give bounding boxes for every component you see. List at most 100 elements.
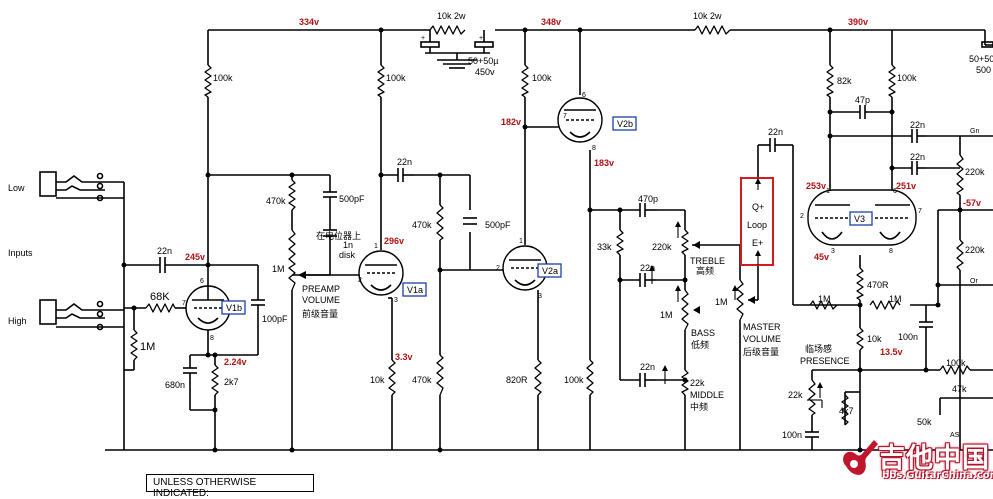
r-10k-b: 10k bbox=[867, 334, 882, 344]
svg-text:7: 7 bbox=[182, 300, 186, 307]
svg-text:1: 1 bbox=[826, 188, 830, 195]
svg-text:8: 8 bbox=[889, 248, 893, 255]
wiring bbox=[105, 29, 993, 451]
guitar-logo-icon bbox=[843, 440, 878, 475]
pot-22k: 22k bbox=[788, 390, 803, 400]
c-100n-a: 100n bbox=[898, 332, 918, 342]
r-100k-b: 100k bbox=[386, 73, 406, 83]
voltage-253v: 253v bbox=[806, 181, 826, 191]
r-470k-b: 470k bbox=[412, 220, 432, 230]
r-220k-b: 220k bbox=[965, 245, 985, 255]
v2b-box bbox=[612, 116, 637, 131]
watermark-title: 吉他中国 bbox=[878, 443, 990, 474]
r-10k-a: 10k bbox=[370, 375, 385, 385]
svg-text:+: + bbox=[479, 35, 483, 42]
svg-text:3: 3 bbox=[538, 293, 542, 300]
c-47p: 47p bbox=[855, 95, 870, 105]
voltage-45v: 45v bbox=[814, 252, 829, 262]
watermark: 吉他中国 bbs.GuitarChina.com bbox=[838, 432, 993, 489]
r-470k-pre: 470k bbox=[266, 196, 286, 206]
note-cn: 在电位器上 bbox=[316, 230, 361, 241]
potentiometers bbox=[288, 221, 823, 416]
r-4k7: 4k7 bbox=[839, 406, 854, 416]
svg-text:7: 7 bbox=[918, 208, 922, 215]
svg-text:+: + bbox=[421, 35, 425, 42]
legend-box: UNLESS OTHERWISE INDICATED: bbox=[146, 474, 314, 499]
resistors bbox=[130, 25, 971, 426]
c-500pf-a: 500pF bbox=[339, 194, 365, 204]
c-22n-b: 22n bbox=[640, 263, 655, 273]
svg-text:6: 6 bbox=[582, 92, 586, 99]
pot-bass-1m: 1M bbox=[660, 310, 673, 320]
v3-box bbox=[849, 211, 873, 226]
svg-text:3: 3 bbox=[831, 248, 835, 255]
presence-cn: 临场感 bbox=[805, 343, 832, 354]
c-680n: 680n bbox=[165, 380, 185, 390]
tube-label-v1b: V1b bbox=[226, 303, 242, 313]
voltage-33v: 3.3v bbox=[395, 352, 413, 362]
inputs-label: Inputs bbox=[8, 248, 33, 258]
c-100pf: 100pF bbox=[262, 314, 288, 324]
input-high-label: High bbox=[8, 316, 27, 326]
bass-cn: 低频 bbox=[691, 339, 709, 350]
voltage-348v: 348v bbox=[541, 17, 561, 27]
wire-gn: Gn bbox=[970, 128, 979, 135]
cap-500-right: 500 bbox=[976, 65, 991, 75]
r-1m-input: 1M bbox=[140, 341, 155, 353]
r-470k-c: 470k bbox=[412, 375, 432, 385]
c-22n-e: 22n bbox=[910, 152, 925, 162]
wire-or: Or bbox=[970, 278, 978, 285]
svg-text:8: 8 bbox=[210, 335, 214, 342]
watermark-url: bbs.GuitarChina.com bbox=[882, 470, 993, 481]
voltage-135v: 13.5v bbox=[880, 347, 903, 357]
r-33k: 33k bbox=[597, 242, 612, 252]
bass-label: BASS bbox=[691, 328, 715, 338]
pot-preamp-1m: 1M bbox=[272, 264, 285, 274]
v2a-box bbox=[537, 263, 562, 278]
input-low-label: Low bbox=[8, 183, 25, 193]
schematic: + + 6 7 8 1 2 3 bbox=[8, 11, 993, 453]
r-10k2w-a: 10k 2w bbox=[437, 11, 466, 21]
r-820r: 820R bbox=[506, 375, 528, 385]
master-cn: 后级音量 bbox=[743, 346, 779, 357]
tube-label-v2b: V2b bbox=[617, 119, 633, 129]
loop-return: E+ bbox=[752, 238, 763, 248]
r-47k: 47k bbox=[952, 384, 967, 394]
svg-text:8: 8 bbox=[592, 145, 596, 152]
r-22k: 22k bbox=[690, 378, 705, 388]
cap-5050-right: 50+50 bbox=[969, 54, 993, 64]
loop-label: Loop bbox=[747, 220, 767, 230]
v1a-box bbox=[402, 282, 427, 297]
input-jacks bbox=[39, 171, 105, 331]
pot-220k: 220k bbox=[652, 242, 672, 252]
r-1m-a: 1M bbox=[818, 294, 831, 304]
v1b-box bbox=[221, 300, 246, 315]
c-470p: 470p bbox=[638, 194, 658, 204]
cap-5050: 50+50µ bbox=[468, 56, 498, 66]
svg-text:1: 1 bbox=[519, 238, 523, 245]
legend-text: UNLESS OTHERWISE INDICATED: bbox=[153, 477, 257, 499]
tube-label-v1a: V1a bbox=[407, 285, 423, 295]
preamp-cn-label: 前级音量 bbox=[302, 308, 338, 319]
middle-label: MIDDLE bbox=[690, 390, 724, 400]
voltage-183v: 183v bbox=[594, 158, 614, 168]
presence-label: PRESENCE bbox=[800, 356, 850, 366]
r-100k-f: 100k bbox=[946, 358, 966, 368]
r-2k7: 2k7 bbox=[224, 377, 239, 387]
svg-text:7: 7 bbox=[563, 113, 567, 120]
c-22n-loop: 22n bbox=[768, 127, 783, 137]
r-68k: 68K bbox=[150, 291, 170, 303]
c-100n-b: 100n bbox=[782, 430, 802, 440]
voltage-251v: 251v bbox=[896, 181, 916, 191]
c-1n: 1n bbox=[343, 240, 353, 250]
svg-text:6: 6 bbox=[200, 278, 204, 285]
voltage-224v: 2.24v bbox=[224, 357, 247, 367]
cap-450v: 450v bbox=[475, 67, 495, 77]
r-10k2w-b: 10k 2w bbox=[693, 11, 722, 21]
pot-master-1m: 1M bbox=[715, 297, 728, 307]
svg-text:1: 1 bbox=[374, 243, 378, 250]
voltage-minus57v: -57v bbox=[963, 198, 981, 208]
labels: 334v 348v 390v 245v 2.24v 296v 3.3v 182v… bbox=[8, 11, 993, 440]
r-220k-a: 220k bbox=[965, 167, 985, 177]
voltage-182v: 182v bbox=[501, 117, 521, 127]
